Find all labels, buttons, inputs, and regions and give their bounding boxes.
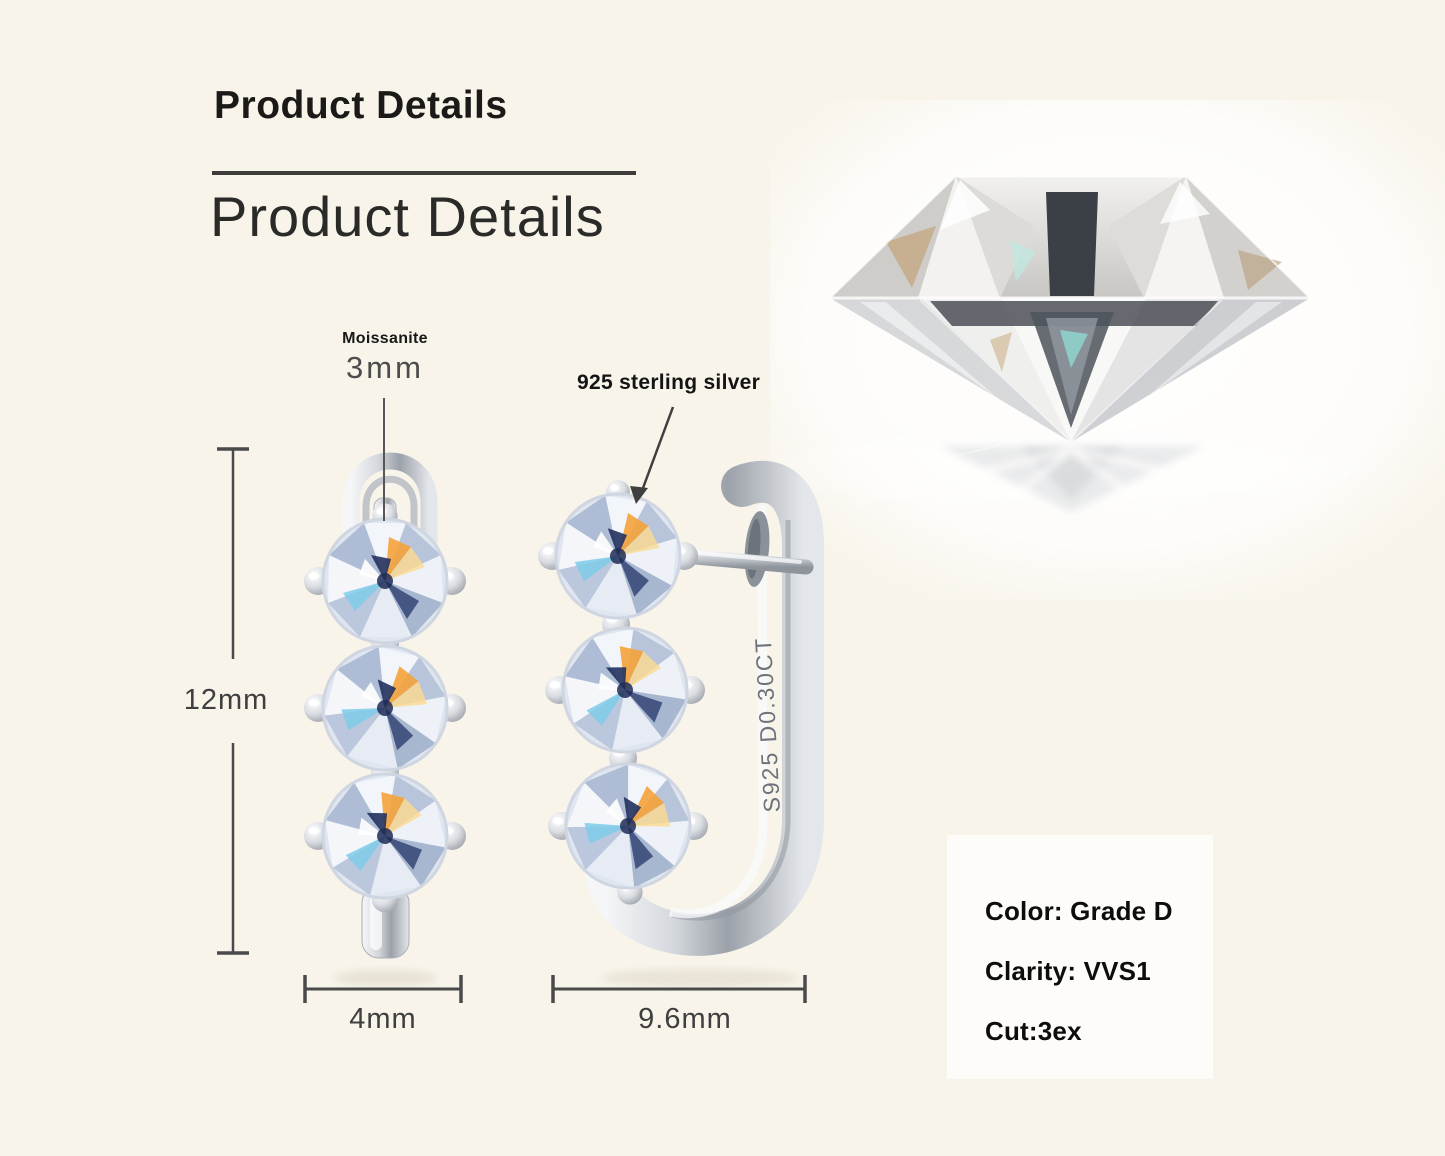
width-measure-line — [303, 975, 463, 1003]
metal-material-label: 925 sterling silver — [577, 371, 761, 394]
earring-side-view: S925 D0.30CT — [538, 460, 824, 987]
specs-panel: Color: Grade D Clarity: VVS1 Cut:3ex — [947, 835, 1213, 1079]
stone-material-label: Moissanite — [342, 330, 428, 347]
spec-clarity: Clarity: VVS1 — [985, 956, 1151, 986]
title-divider — [212, 171, 636, 175]
silver-arrow — [630, 406, 675, 504]
hoop-width-dimension-label: 9.6mm — [638, 1003, 732, 1035]
height-dimension-label: 12mm — [183, 684, 269, 716]
hoop-width-measure-line — [551, 975, 807, 1003]
width-dimension-label: 4mm — [349, 1003, 417, 1035]
spec-color: Color: Grade D — [985, 896, 1173, 926]
height-measure-line — [217, 447, 249, 955]
earring-front-view — [304, 452, 466, 986]
stone-size-label: 3mm — [346, 350, 424, 385]
page-title-light: Product Details — [210, 185, 605, 248]
measurement-lines — [217, 398, 807, 1003]
gemstone-photo — [741, 100, 1445, 600]
engraving-text: S925 D0.30CT — [750, 636, 785, 813]
page-title-bold: Product Details — [214, 84, 508, 127]
spec-cut: Cut:3ex — [985, 1016, 1082, 1046]
